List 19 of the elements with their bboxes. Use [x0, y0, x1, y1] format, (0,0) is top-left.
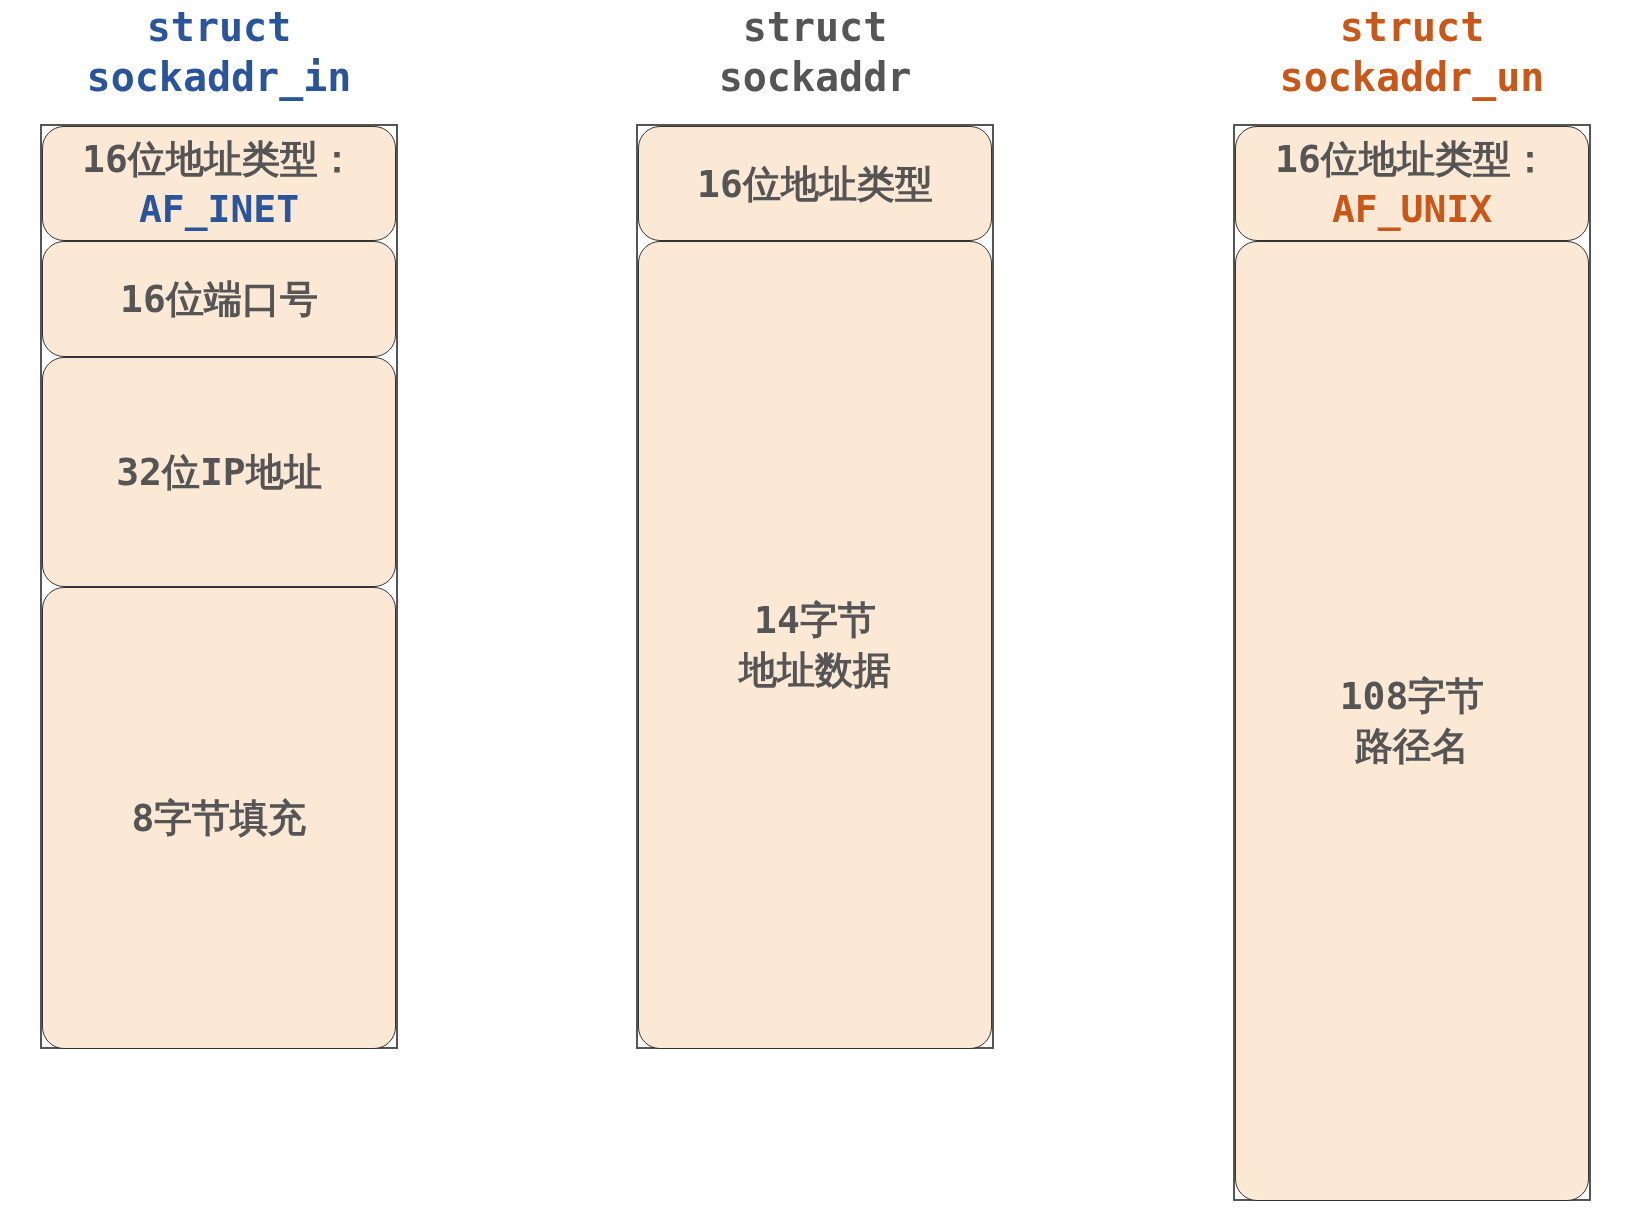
field-box: [42, 126, 396, 241]
struct-heading: struct sockaddr_un: [1278, 3, 1546, 102]
field-box: [42, 241, 396, 357]
field-label: 32位IP地址: [116, 449, 322, 496]
field-box: [638, 126, 992, 241]
field-label: AF_INET: [138, 185, 300, 233]
field-label: 16位端口号: [120, 276, 318, 323]
field-label: AF_UNIX: [1331, 185, 1493, 233]
struct-heading: struct sockaddr: [717, 3, 913, 102]
field-box: [42, 357, 396, 587]
field-box: [42, 587, 396, 1049]
field-label: 16位地址类型：: [1275, 135, 1549, 183]
field-label: 14字节地址数据: [737, 597, 892, 694]
struct-heading: struct sockaddr_in: [85, 3, 353, 102]
field-label: 8字节填充: [131, 795, 307, 842]
field-box: [1235, 126, 1589, 241]
field-label: 16位地址类型：: [82, 135, 356, 183]
field-label: 108字节路径名: [1338, 673, 1486, 770]
field-label: 16位地址类型: [697, 160, 933, 208]
